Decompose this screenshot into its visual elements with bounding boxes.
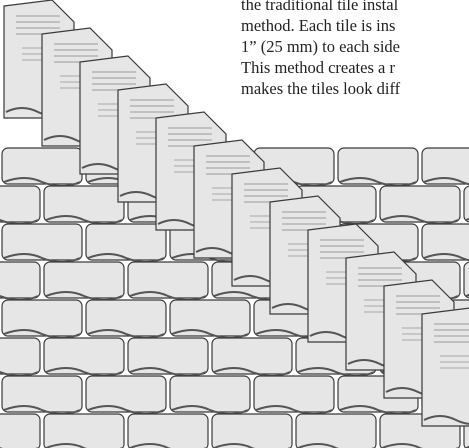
paragraph-line: This method creates a r [241, 57, 469, 78]
course-tile [338, 148, 418, 186]
course-tile [170, 376, 250, 414]
course-tile [212, 338, 292, 376]
course-tile [128, 414, 208, 448]
course-tile [2, 376, 82, 414]
course-tile [0, 186, 40, 224]
course-tile [0, 262, 40, 300]
course-tile [128, 262, 208, 300]
stepped-tile [422, 308, 469, 426]
body-paragraph: the traditional tile instal method. Each… [241, 0, 469, 99]
course-tile [86, 376, 166, 414]
course-tile [44, 262, 124, 300]
course-tile [0, 414, 40, 448]
course-tile [44, 186, 124, 224]
paragraph-line: makes the tiles look diff [241, 78, 469, 99]
course-tile [380, 186, 460, 224]
course-tile [254, 376, 334, 414]
paragraph-line: the traditional tile instal [241, 0, 469, 15]
course-tile [422, 224, 469, 262]
course-tile [464, 262, 469, 300]
course-tile [422, 148, 469, 186]
paragraph-line: method. Each tile is ins [241, 15, 469, 36]
course-tile [464, 186, 469, 224]
course-tile [296, 414, 376, 448]
course-tile [170, 300, 250, 338]
paragraph-line: 1” (25 mm) to each side [241, 36, 469, 57]
course-tile [212, 414, 292, 448]
course-tile [128, 338, 208, 376]
course-tile [0, 338, 40, 376]
course-tile [44, 338, 124, 376]
course-tile [2, 148, 82, 186]
course-tile [2, 224, 82, 262]
course-tile [2, 300, 82, 338]
course-tile [86, 300, 166, 338]
course-tile [44, 414, 124, 448]
course-tile [86, 224, 166, 262]
